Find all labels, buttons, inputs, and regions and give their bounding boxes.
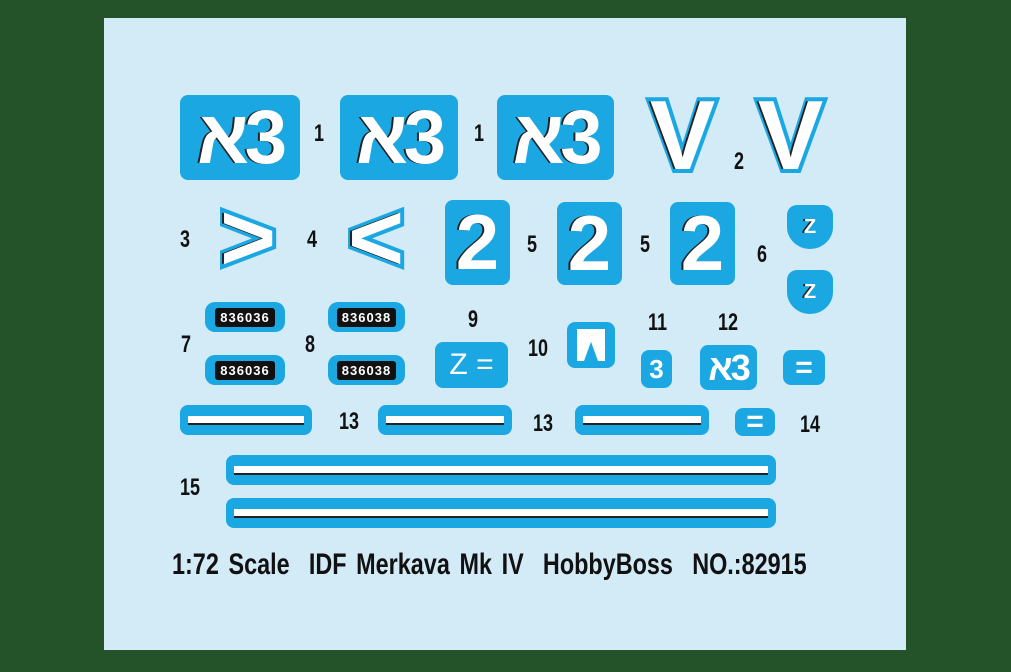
decal-1-n3: א3 <box>340 95 458 180</box>
label-2: 2 <box>734 148 745 175</box>
plate-number: 836036 <box>215 307 275 327</box>
decal-7-plate: 836036 <box>205 302 285 332</box>
plate-number: 836038 <box>336 307 397 327</box>
label-15: 15 <box>180 474 201 501</box>
label-14: 14 <box>800 411 821 438</box>
decal-8-plate: 836038 <box>328 302 405 332</box>
label-13: 13 <box>533 410 554 437</box>
label-5: 5 <box>527 231 538 258</box>
decal-1-n3: א3 <box>497 95 614 180</box>
label-10: 10 <box>528 335 549 362</box>
decal-5-two: 2 <box>670 199 735 287</box>
sheet-caption: 1:72 Scale IDF Merkava Mk IV HobbyBoss N… <box>172 548 807 581</box>
decal-14-eq: = <box>735 405 775 438</box>
label-13: 13 <box>339 408 360 435</box>
decal-13-bar <box>378 405 512 435</box>
decal-10-emblem-icon <box>567 322 615 368</box>
label-11: 11 <box>648 309 668 336</box>
decal-1-n3: א3 <box>180 95 300 180</box>
decal-15-bar <box>226 455 776 485</box>
decal-11-three: 3 <box>641 350 672 388</box>
decal-13-bar <box>180 405 312 435</box>
decal-2-v: V <box>646 76 719 194</box>
label-5: 5 <box>640 231 651 258</box>
decal-15-bar <box>226 498 776 528</box>
plate-number: 836038 <box>336 360 397 380</box>
decal-8-plate: 836038 <box>328 355 405 385</box>
label-8: 8 <box>305 331 316 358</box>
label-9: 9 <box>468 306 479 333</box>
label-4: 4 <box>307 226 318 253</box>
plate-number: 836036 <box>215 360 275 380</box>
decal-5-two: 2 <box>557 199 622 287</box>
decal-3-chevron-right: > <box>216 180 280 295</box>
decal-2-v: V <box>754 76 827 194</box>
decal-12-n3: א3 <box>700 345 757 390</box>
label-1: 1 <box>474 120 485 147</box>
label-1: 1 <box>314 120 325 147</box>
decal-5-two: 2 <box>445 198 510 286</box>
label-6: 6 <box>757 241 768 268</box>
decal-4-chevron-left: < <box>344 180 408 295</box>
decal-13-bar <box>575 405 709 435</box>
label-3: 3 <box>180 226 191 253</box>
decal-6-shield-icon: Z <box>787 205 833 249</box>
label-7: 7 <box>181 331 192 358</box>
decal-7-plate: 836036 <box>205 355 285 385</box>
decal-6-shield-icon: Z <box>787 270 833 314</box>
label-12: 12 <box>718 309 739 336</box>
decal-9: Z = <box>435 342 508 388</box>
decal-eq: = <box>783 350 825 385</box>
